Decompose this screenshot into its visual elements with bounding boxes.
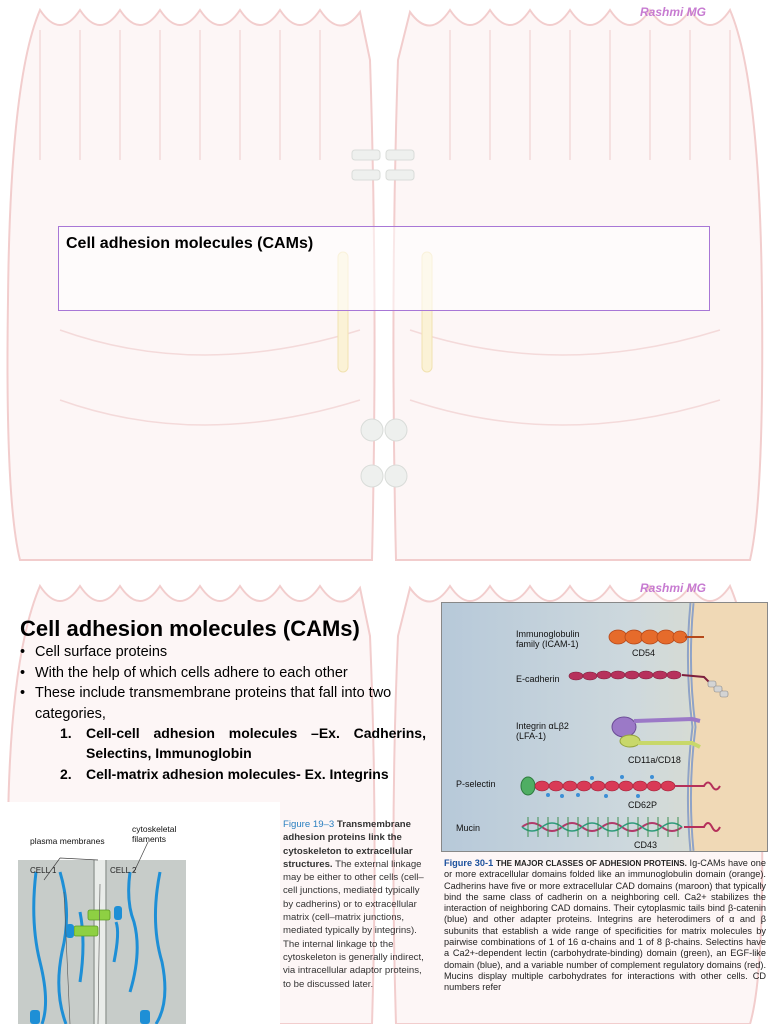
label-igcam: Immunoglobulin family (ICAM-1) <box>516 629 580 649</box>
caption-body: Ig-CAMs have one or more extracellular d… <box>444 858 766 993</box>
cell-background-illustration <box>6 7 764 561</box>
caption-bold: Transmembrane adhesion proteins link the… <box>283 819 413 870</box>
title-placeholder-box: Cell adhesion molecules (CAMs) <box>58 226 710 311</box>
item-number: 2. <box>60 766 72 782</box>
figure-panel: Immunoglobulin family (ICAM-1) CD54 E-ca… <box>441 602 768 852</box>
label-cell-2: CELL 2 <box>110 866 137 875</box>
slide-1: Rashmi MG Cell adhesion molecules (CAMs) <box>6 5 764 561</box>
cell-junction-diagram <box>0 802 280 1024</box>
caption-figure-number: Figure 30-1 <box>444 858 494 868</box>
label-pselectin: P-selectin <box>456 779 496 789</box>
label-integrin: Integrin αLβ2 (LFA-1) <box>516 721 569 741</box>
label-cd54: CD54 <box>632 648 656 658</box>
numbered-item: 2. Cell-matrix adhesion molecules- Ex. In… <box>60 765 426 785</box>
bullet-item: With the help of which cells adhere to e… <box>20 663 428 684</box>
adhesion-proteins-figure: Immunoglobulin family (ICAM-1) CD54 E-ca… <box>441 602 768 1024</box>
item-text: Cell-matrix adhesion molecules- Ex. Inte… <box>86 766 389 782</box>
cell-junction-figure: plasma membranes cytoskeletal filaments … <box>0 802 440 1024</box>
figure-caption-left: Figure 19–3 Transmembrane adhesion prote… <box>283 818 429 991</box>
label-cd43: CD43 <box>634 840 658 850</box>
numbered-list: 1. Cell-cell adhesion molecules –Ex. Cadh… <box>60 724 426 787</box>
item-text: Cell-cell adhesion molecules –Ex. Cadher… <box>86 725 426 761</box>
label-cell-1: CELL 1 <box>30 866 57 875</box>
slide-title: Cell adhesion molecules (CAMs) <box>20 616 360 641</box>
label-cd62p: CD62P <box>628 800 658 810</box>
bullet-list: Cell surface proteins With the help of w… <box>20 642 428 724</box>
bullet-item: These include transmembrane proteins tha… <box>20 683 428 724</box>
caption-heading: THE MAJOR CLASSES OF ADHESION PROTEINS. <box>495 859 687 868</box>
author-name: Rashmi MG <box>639 581 706 595</box>
caption-figure-number: Figure 19–3 <box>283 819 335 830</box>
label-ecadherin: E-cadherin <box>516 674 560 684</box>
adhesion-proteins-diagram <box>442 602 767 852</box>
item-number: 1. <box>60 725 72 741</box>
slide-2: Rashmi MG Cell adhesion molecules (CAMs)… <box>0 576 768 1024</box>
numbered-item: 1. Cell-cell adhesion molecules –Ex. Cadh… <box>60 724 426 763</box>
figure-caption-right: Figure 30-1 THE MAJOR CLASSES OF ADHESIO… <box>444 858 766 994</box>
label-plasma-membranes: plasma membranes <box>30 836 105 846</box>
caption-body: The external linkage may be either to ot… <box>283 858 424 990</box>
label-mucin: Mucin <box>456 823 481 833</box>
label-cytoskeletal-filaments: cytoskeletal filaments <box>132 824 177 844</box>
label-cd11: CD11a/CD18 <box>628 755 681 765</box>
slide-title: Cell adhesion molecules (CAMs) <box>66 235 314 252</box>
bullet-item: Cell surface proteins <box>20 642 428 663</box>
author-name: Rashmi MG <box>639 5 706 19</box>
